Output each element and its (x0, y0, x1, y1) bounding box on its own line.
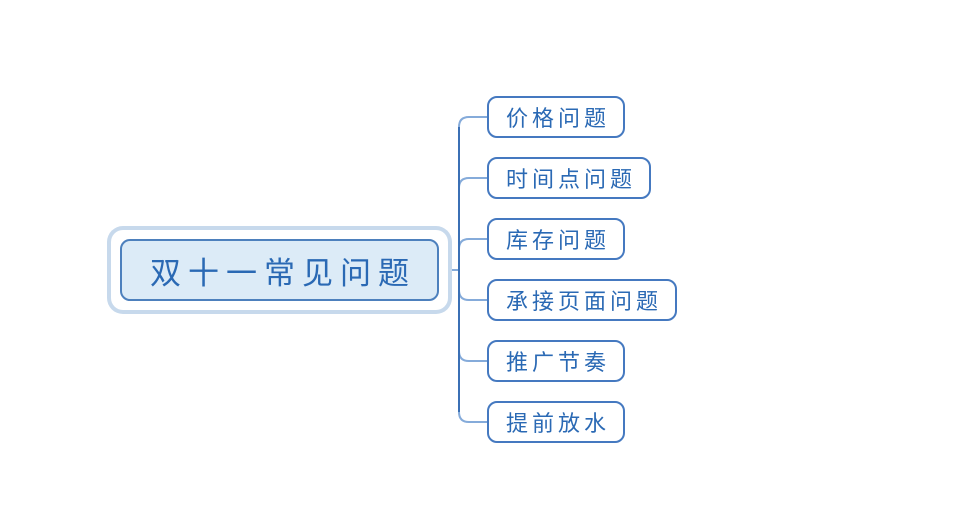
branch-line-5 (452, 269, 487, 362)
branch-line-1 (452, 116, 487, 271)
branch-line-4 (452, 269, 487, 301)
subtopic-node-inventory[interactable]: 库存问题 (487, 218, 626, 260)
branch-line-3 (452, 238, 487, 271)
subtopic-label: 推广节奏 (506, 351, 611, 376)
subtopic-label: 库存问题 (506, 229, 611, 254)
subtopic-node-timing[interactable]: 时间点问题 (487, 157, 652, 199)
root-topic-selection-gap: 双十一常见问题 (111, 230, 448, 310)
subtopic-node-promotion-rhythm[interactable]: 推广节奏 (487, 340, 626, 382)
subtopic-label: 提前放水 (506, 412, 611, 437)
root-topic-label: 双十一常见问题 (150, 255, 416, 292)
subtopic-node-early-release[interactable]: 提前放水 (487, 401, 626, 443)
root-topic-selection-halo: 双十一常见问题 (107, 226, 452, 314)
branch-line-6 (452, 269, 487, 423)
subtopic-node-price[interactable]: 价格问题 (487, 96, 626, 138)
subtopic-label: 承接页面问题 (506, 290, 663, 315)
branch-line-2 (452, 177, 487, 271)
subtopic-node-landing-page[interactable]: 承接页面问题 (487, 279, 678, 321)
subtopic-label: 价格问题 (506, 107, 611, 132)
root-topic-node[interactable]: 双十一常见问题 (120, 239, 439, 301)
subtopic-label: 时间点问题 (506, 168, 637, 193)
